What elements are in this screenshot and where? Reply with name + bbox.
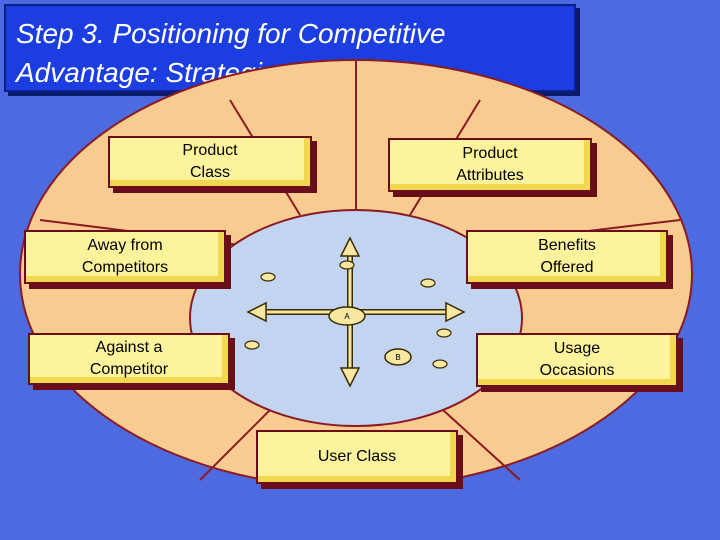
product-attributes-box: Product Attributes [388, 138, 592, 192]
user-class-label: User Class [317, 448, 397, 465]
point-a-label: A [344, 312, 350, 321]
point-b-label: B [395, 353, 400, 362]
away-from-competitors-box: Away from Competitors [24, 230, 226, 284]
point-a: A [328, 306, 366, 326]
point-b: B [384, 348, 412, 366]
user-class-box: User Class [256, 430, 458, 484]
benefits-offered-label: Benefits Offered [538, 237, 596, 276]
against-a-competitor-box: Against a Competitor [28, 333, 230, 385]
competitor-markers [244, 260, 452, 369]
product-class-label: Product Class [182, 142, 238, 181]
product-class-box: Product Class [108, 136, 312, 188]
usage-occasions-label: Usage Occasions [539, 340, 615, 379]
usage-occasions-box: Usage Occasions [476, 333, 678, 387]
away-from-competitors-label: Away from Competitors [81, 237, 169, 276]
against-a-competitor-label: Against a Competitor [89, 339, 169, 378]
benefits-offered-box: Benefits Offered [466, 230, 668, 284]
product-attributes-label: Product Attributes [456, 145, 524, 184]
